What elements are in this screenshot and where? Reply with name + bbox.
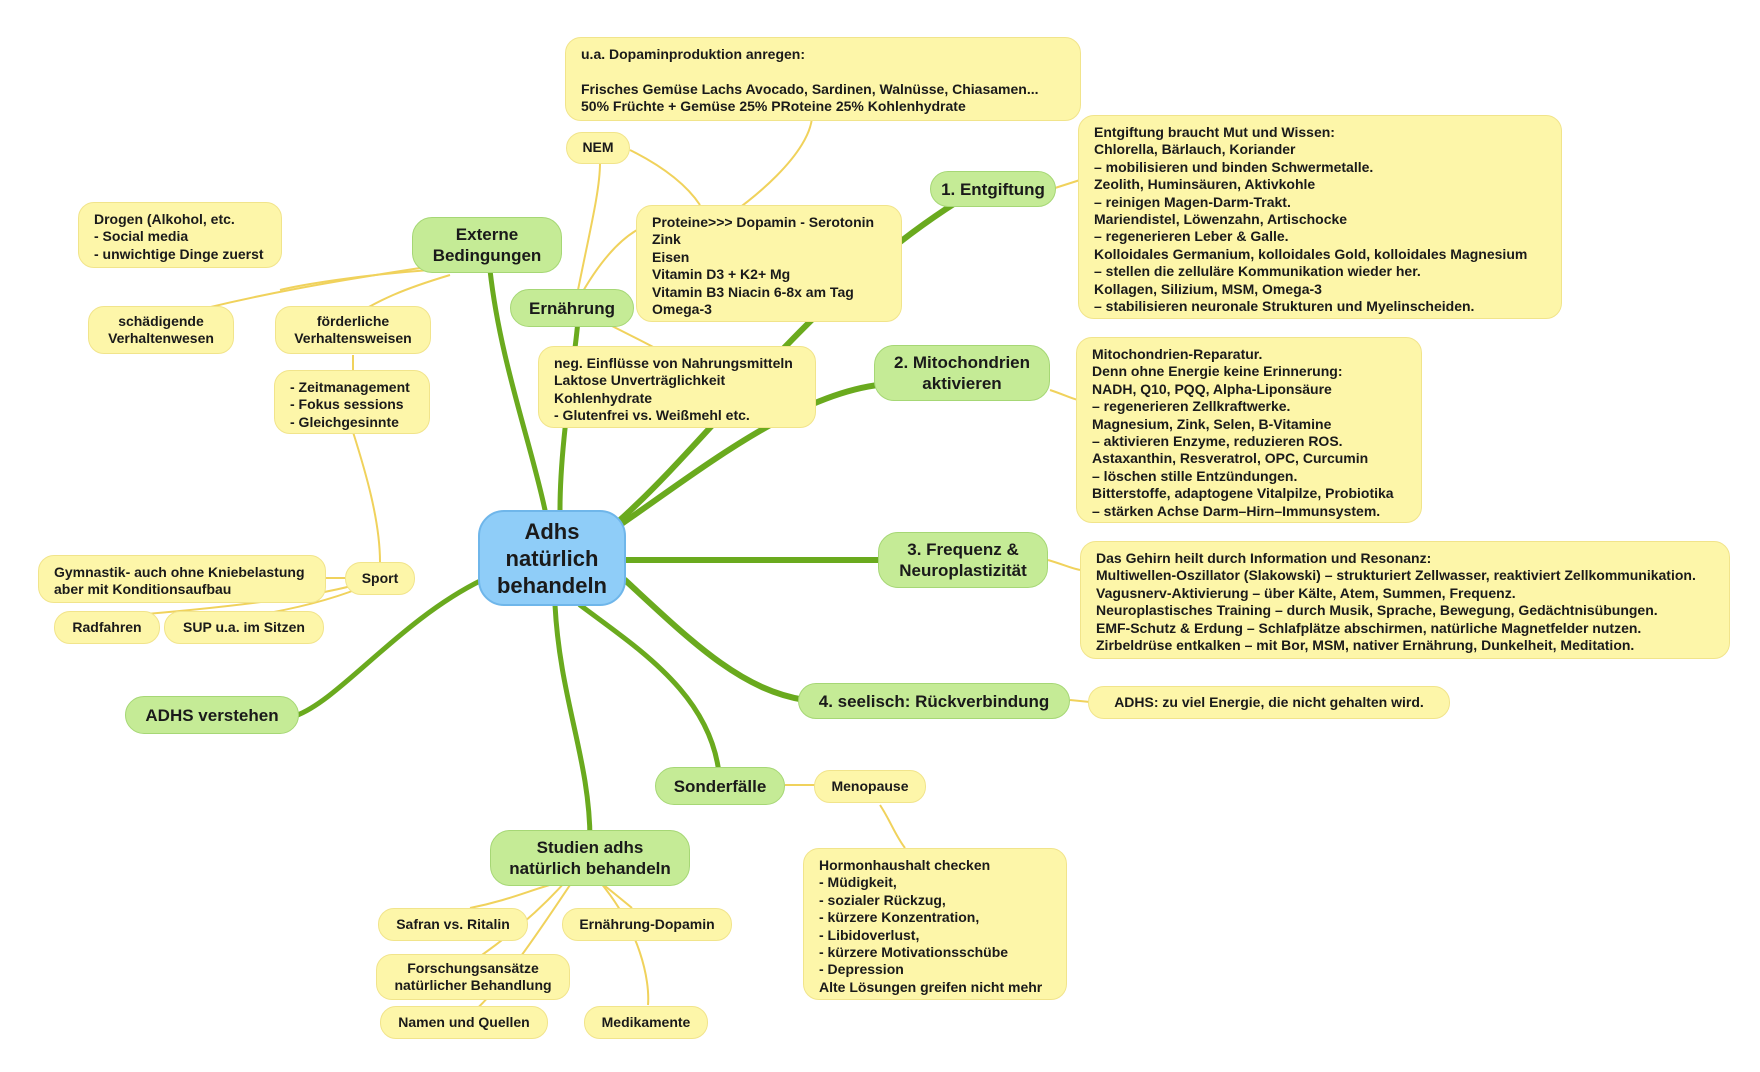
main-node-entgiftung[interactable]: 1. Entgiftung	[930, 171, 1056, 207]
central-topic[interactable]: Adhs natürlich behandeln	[478, 510, 626, 606]
link-nem-proteine	[629, 149, 701, 206]
branch-sonderfaelle	[577, 602, 723, 793]
note-safran[interactable]: Safran vs. Ritalin	[378, 908, 528, 941]
link-frequenz-detail	[1047, 559, 1081, 571]
note-adhs-energie[interactable]: ADHS: zu viel Energie, die nicht gehalte…	[1088, 686, 1450, 719]
branch-seelisch	[622, 577, 808, 703]
note-forschung[interactable]: Forschungsansätze natürlicher Behandlung	[376, 954, 570, 1000]
link-menopause-hormon	[879, 804, 906, 849]
link-mito-detail	[1049, 389, 1079, 401]
branch-adhs-verstehen	[292, 577, 485, 719]
link-ernaehrung-nem	[577, 162, 601, 291]
note-menopause[interactable]: Menopause	[814, 770, 926, 803]
note-ernaehrung-dopamin[interactable]: Ernährung-Dopamin	[562, 908, 732, 941]
note-zeitmanagement[interactable]: - Zeitmanagement - Fokus sessions - Glei…	[274, 370, 430, 434]
note-nem[interactable]: NEM	[566, 132, 630, 164]
note-drogen[interactable]: Drogen (Alkohol, etc. - Social media - u…	[78, 202, 282, 268]
note-mitochondrien-detail[interactable]: Mitochondrien-Reparatur. Denn ohne Energ…	[1076, 337, 1422, 523]
note-foerderliche[interactable]: förderliche Verhaltensweisen	[275, 306, 431, 354]
branch-externe	[487, 267, 548, 513]
note-gymnastik[interactable]: Gymnastik- auch ohne Kniebelastung aber …	[38, 555, 326, 603]
note-dopamin-food[interactable]: u.a. Dopaminproduktion anregen: Frisches…	[565, 37, 1081, 121]
main-node-studien[interactable]: Studien adhs natürlich behandeln	[490, 830, 690, 886]
branch-studien	[552, 602, 593, 843]
main-node-ernaehrung[interactable]: Ernährung	[510, 289, 634, 327]
link-externe-drogen	[279, 269, 431, 291]
note-hormonhaushalt[interactable]: Hormonhaushalt checken - Müdigkeit, - so…	[803, 848, 1067, 1000]
main-node-frequenz[interactable]: 3. Frequenz & Neuroplastizität	[878, 532, 1048, 588]
link-studien-medikamente	[599, 881, 650, 1006]
note-frequenz-detail[interactable]: Das Gehirn heilt durch Information und R…	[1080, 541, 1730, 659]
link-ernaehrung-proteine	[577, 229, 638, 301]
branch-mitochondrien	[617, 381, 891, 528]
main-node-adhs-verstehen[interactable]: ADHS verstehen	[125, 696, 299, 734]
main-node-mitochondrien[interactable]: 2. Mitochondrien aktivieren	[874, 345, 1050, 401]
note-proteine[interactable]: Proteine>>> Dopamin - Serotonin Zink Eis…	[636, 205, 902, 322]
main-node-externe[interactable]: Externe Bedingungen	[412, 217, 562, 273]
note-sport[interactable]: Sport	[345, 562, 415, 595]
link-seelisch-detail	[1069, 699, 1091, 703]
main-node-seelisch[interactable]: 4. seelisch: Rückverbindung	[798, 683, 1070, 719]
link-entgiftung-detail	[1054, 179, 1081, 189]
main-node-sonderfaelle[interactable]: Sonderfälle	[655, 767, 785, 805]
link-zeit-sport	[352, 431, 381, 563]
note-medikamente[interactable]: Medikamente	[584, 1006, 708, 1039]
note-schaedigende[interactable]: schädigende Verhaltenwesen	[88, 306, 234, 354]
note-neg-einfluesse[interactable]: neg. Einflüsse von Nahrungsmitteln Lakto…	[538, 346, 816, 428]
note-entgiftung-detail[interactable]: Entgiftung braucht Mut und Wissen: Chlor…	[1078, 115, 1562, 319]
note-sup[interactable]: SUP u.a. im Sitzen	[164, 611, 324, 644]
note-namen-quellen[interactable]: Namen und Quellen	[380, 1006, 548, 1039]
note-radfahren[interactable]: Radfahren	[54, 611, 160, 644]
